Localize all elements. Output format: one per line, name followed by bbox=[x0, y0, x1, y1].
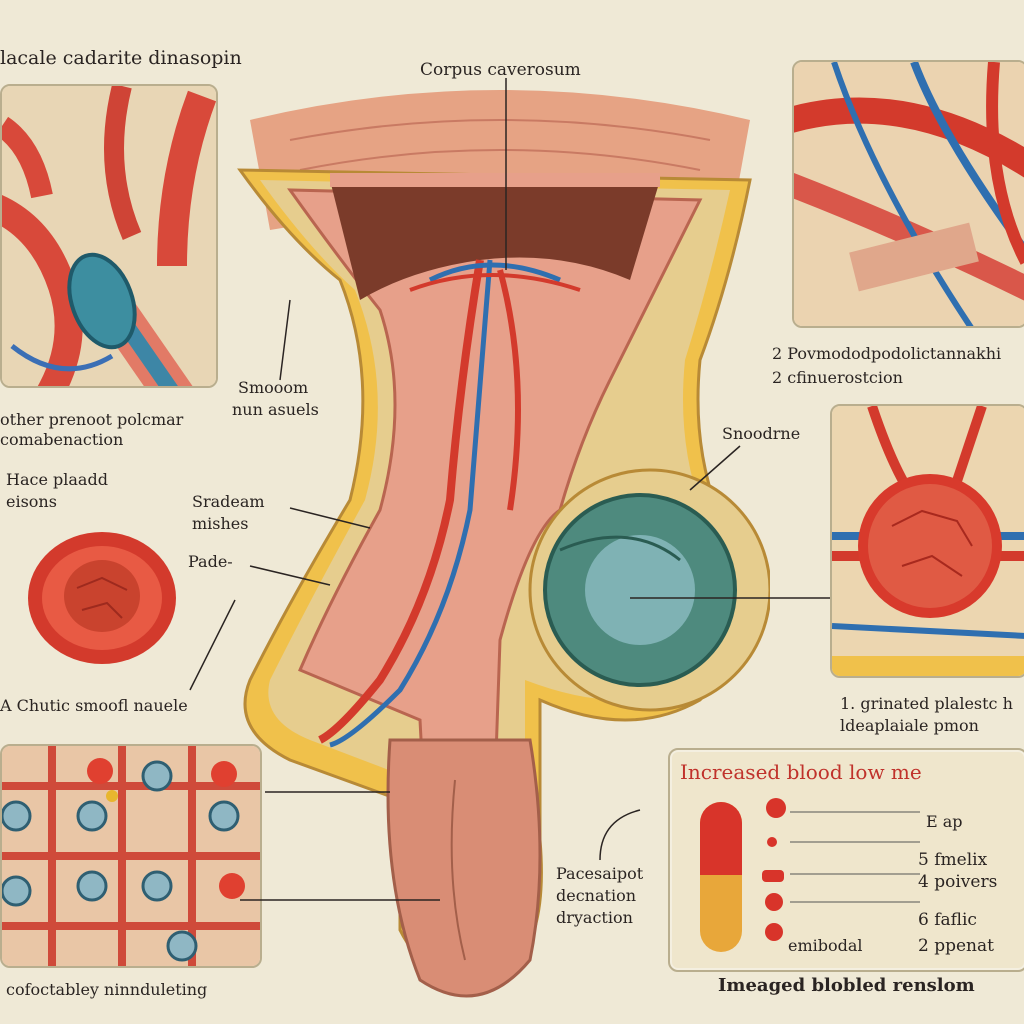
smooth-muscle-label-1: Smooom bbox=[238, 378, 309, 397]
chutic-label: A Chutic smoofl nauele bbox=[0, 696, 188, 715]
legend-embodal: emibodal bbox=[788, 936, 863, 955]
top-left-inset bbox=[0, 84, 218, 388]
red-cell-illustration bbox=[28, 532, 176, 664]
left-desc-2: comabenaction bbox=[0, 430, 124, 449]
red-node-illustration bbox=[832, 406, 1024, 676]
legend-item-4: 6 faflic bbox=[918, 910, 977, 930]
cell-grid-illustration bbox=[2, 746, 260, 966]
right-desc-2: ldeaplaiale pmon bbox=[840, 716, 979, 735]
legend-lines bbox=[790, 811, 920, 903]
central-cross-section bbox=[237, 90, 770, 998]
hace-label-1: Hace plaadd bbox=[6, 470, 108, 489]
bottom-caption: Imeaged blobled renslom bbox=[718, 975, 975, 996]
snodrne-label: Snoodrne bbox=[722, 424, 801, 443]
sradeam-label-1: Sradeam bbox=[192, 492, 265, 511]
smooth-muscle-label-2: nun asuels bbox=[232, 400, 319, 419]
top-left-title: lacale cadarite dinasopin bbox=[0, 47, 242, 69]
pacesaipot-label-2: decnation bbox=[556, 886, 636, 905]
pacesaipot-label-1: Pacesaipot bbox=[556, 864, 644, 883]
hace-label-2: eisons bbox=[6, 492, 57, 511]
sradeam-label-2: mishes bbox=[192, 514, 249, 533]
legend-item-1: E ap bbox=[926, 812, 963, 831]
top-right-inset bbox=[792, 60, 1024, 328]
legend-item-5: 2 ppenat bbox=[918, 936, 994, 956]
bottom-left-inset bbox=[0, 744, 262, 968]
vessel-bundle-illustration bbox=[794, 62, 1024, 326]
corpus-label: Corpus caverosum bbox=[420, 60, 581, 80]
legend-item-2: 5 fmelix bbox=[918, 850, 988, 870]
legend-panel: Increased blood low me emibodal E ap 5 f… bbox=[668, 748, 1024, 972]
pacesaipot-label-3: dryaction bbox=[556, 908, 633, 927]
top-right-desc-2: 2 cfinuerostcion bbox=[772, 368, 903, 387]
right-desc-1: 1. grinated plalestc h bbox=[840, 694, 1013, 713]
vessel-illustration bbox=[2, 86, 216, 386]
pade-label: Pade- bbox=[188, 552, 233, 571]
right-inset bbox=[830, 404, 1024, 678]
capsule-icon bbox=[700, 802, 742, 952]
legend-item-3: 4 poivers bbox=[918, 872, 998, 892]
legend-title: Increased blood low me bbox=[680, 760, 922, 784]
legend-markers bbox=[762, 798, 786, 941]
bottom-left-caption: cofoctabley ninnduleting bbox=[6, 980, 208, 999]
left-desc-1: other prenoot polcmar bbox=[0, 410, 184, 429]
top-right-desc-1: 2 Povmododpodolictannakhi bbox=[772, 344, 1002, 363]
